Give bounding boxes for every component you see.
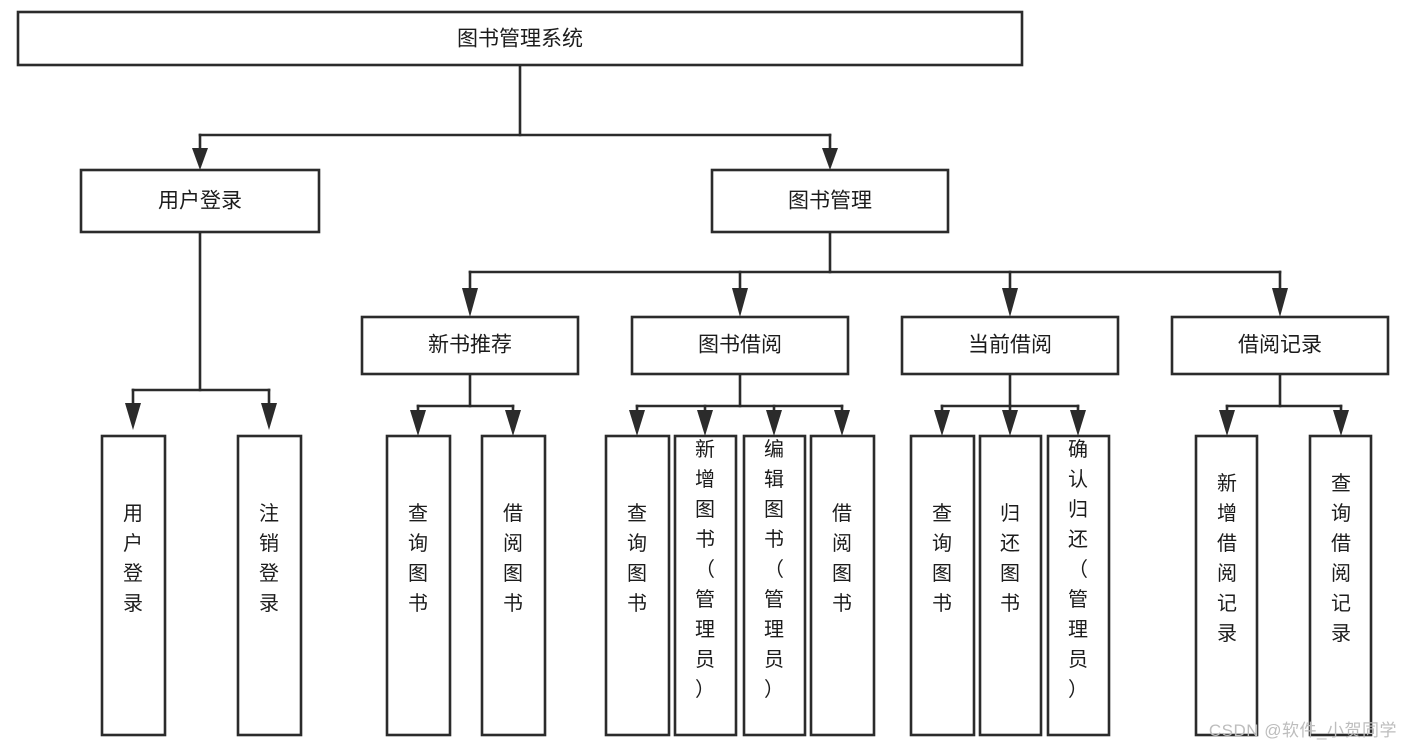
arrow-to-bookborrow-leaf-3 [766, 410, 782, 436]
leaf-currentborrow-confirm-return[interactable]: 确认归还（管理员） [1046, 434, 1111, 737]
leaf-bookborrow-add-book-box [673, 434, 738, 737]
leaf-user-login-box [100, 434, 167, 737]
node-new-book-recommend[interactable]: 新书推荐 [360, 315, 580, 376]
node-current-borrow[interactable]: 当前借阅 [900, 315, 1120, 376]
new-book-recommend-box [360, 315, 580, 376]
leaf-newbook-borrow-book-label: 借阅图书 [503, 502, 523, 615]
leaf-borrowrecord-add-record-box [1194, 434, 1259, 737]
book-borrow-box [630, 315, 850, 376]
current-borrow-box [900, 315, 1120, 376]
arrow-to-bookborrow-leaf-1 [629, 410, 645, 436]
leaf-bookborrow-edit-book[interactable]: 编辑图书（管理员） [742, 434, 807, 737]
leaf-newbook-query-book[interactable]: 查询图书 [385, 434, 452, 737]
leaf-borrowrecord-query-record[interactable]: 查询借阅记录 [1308, 434, 1373, 737]
arrow-to-borrowrecord-leaf-2 [1333, 410, 1349, 436]
leaf-bookborrow-borrow-book[interactable]: 借阅图书 [809, 434, 876, 737]
arrow-to-bookborrow-leaf-4 [834, 410, 850, 436]
leaf-logout[interactable]: 注销登录 [236, 434, 303, 737]
leaf-currentborrow-query-book-box [909, 434, 976, 737]
leaf-currentborrow-query-book[interactable]: 查询图书 [909, 434, 976, 737]
user-login-box [79, 168, 321, 234]
book-borrow-label: 图书借阅 [698, 334, 782, 357]
leaf-bookborrow-add-book[interactable]: 新增图书（管理员） [673, 434, 738, 737]
arrow-to-leaf-user-login [125, 403, 141, 430]
leaf-currentborrow-confirm-return-label: 确认归还（管理员） [1068, 438, 1088, 701]
leaf-bookborrow-edit-book-label: 编辑图书（管理员） [764, 438, 784, 701]
arrow-to-borrowrecord-leaf-1 [1219, 410, 1235, 436]
leaf-bookborrow-borrow-book-box [809, 434, 876, 737]
leaf-borrowrecord-add-record[interactable]: 新增借阅记录 [1194, 434, 1259, 737]
arrow-to-newbook-leaf-2 [505, 410, 521, 436]
borrow-record-label: 借阅记录 [1238, 334, 1322, 357]
leaf-newbook-query-book-box [385, 434, 452, 737]
arrow-to-bookborrow-leaf-2 [697, 410, 713, 436]
node-book-manage[interactable]: 图书管理 [710, 168, 950, 234]
node-book-borrow[interactable]: 图书借阅 [630, 315, 850, 376]
leaf-bookborrow-borrow-book-label: 借阅图书 [832, 502, 852, 615]
leaf-currentborrow-confirm-return-box [1046, 434, 1111, 737]
arrow-to-currentborrow-leaf-1 [934, 410, 950, 436]
arrow-to-newbook-leaf-1 [410, 410, 426, 436]
leaf-bookborrow-query-book-label: 查询图书 [627, 502, 647, 615]
node-user-login[interactable]: 用户登录 [79, 168, 321, 234]
node-root-system[interactable]: 图书管理系统 [16, 10, 1024, 67]
connector-layer [125, 63, 1349, 436]
borrow-record-box [1170, 315, 1390, 376]
leaf-bookborrow-add-book-label: 新增图书（管理员） [695, 438, 715, 701]
arrow-to-borrow-record [1272, 288, 1288, 317]
new-book-recommend-label: 新书推荐 [428, 334, 512, 357]
arrow-to-book-borrow [732, 288, 748, 317]
root-label: 图书管理系统 [457, 28, 583, 51]
arrow-to-new-book-recommend [462, 288, 478, 317]
leaf-currentborrow-query-book-label: 查询图书 [932, 502, 952, 615]
leaf-logout-label: 注销登录 [259, 502, 279, 615]
leaf-newbook-borrow-book-box [480, 434, 547, 737]
book-manage-label: 图书管理 [788, 190, 872, 213]
leaf-borrowrecord-query-record-label: 查询借阅记录 [1331, 472, 1351, 645]
leaf-bookborrow-query-book[interactable]: 查询图书 [604, 434, 671, 737]
leaf-currentborrow-return-book[interactable]: 归还图书 [978, 434, 1043, 737]
leaf-bookborrow-edit-book-box [742, 434, 807, 737]
leaf-logout-box [236, 434, 303, 737]
arrow-to-book-manage [822, 148, 838, 170]
user-login-label: 用户登录 [158, 190, 242, 213]
arrow-to-leaf-logout [261, 403, 277, 430]
arrow-to-currentborrow-leaf-3 [1070, 410, 1086, 436]
leaf-bookborrow-query-book-box [604, 434, 671, 737]
leaf-newbook-query-book-label: 查询图书 [408, 502, 428, 615]
arrow-to-current-borrow [1002, 288, 1018, 317]
current-borrow-label: 当前借阅 [968, 334, 1052, 357]
root-box [16, 10, 1024, 67]
leaf-user-login[interactable]: 用户登录 [100, 434, 167, 737]
leaf-newbook-borrow-book[interactable]: 借阅图书 [480, 434, 547, 737]
leaf-user-login-label: 用户登录 [123, 503, 143, 615]
leaf-borrowrecord-add-record-label: 新增借阅记录 [1217, 472, 1237, 645]
arrow-to-currentborrow-leaf-2 [1002, 410, 1018, 436]
arrow-to-user-login [192, 148, 208, 170]
book-manage-box [710, 168, 950, 234]
leaf-currentborrow-return-book-label: 归还图书 [1000, 502, 1020, 615]
leaf-currentborrow-return-book-box [978, 434, 1043, 737]
leaf-borrowrecord-query-record-box [1308, 434, 1373, 737]
node-borrow-record[interactable]: 借阅记录 [1170, 315, 1390, 376]
